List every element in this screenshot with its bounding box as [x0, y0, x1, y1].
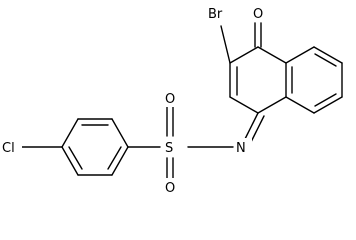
- chemical-structure: Br O O S O N Cl: [0, 4, 343, 195]
- bond-c5-c6-double: [314, 53, 337, 67]
- bond-ar4-ar5: [61, 146, 79, 176]
- bond-ar4-ar5-double: [68, 146, 83, 170]
- bond-c7-c8-double: [314, 93, 337, 107]
- atom-label-br: Br: [208, 7, 223, 22]
- atom-label-n: N: [236, 141, 246, 156]
- atom-label-o-ketone: O: [253, 7, 263, 22]
- bond-c4-c3: [229, 46, 259, 64]
- atom-labels: Br O O S O N Cl: [0, 4, 266, 195]
- bond-c3-br: [220, 25, 231, 64]
- atom-label-s: S: [165, 141, 173, 156]
- bond-c7-c8: [313, 96, 343, 114]
- bond-ar6-ar1: [111, 146, 129, 176]
- bond-ar3-ar4: [61, 118, 79, 148]
- bond-c8-c8a: [285, 96, 315, 114]
- bond-c1-n-double: [250, 115, 265, 143]
- bond-ar6-ar1-double: [107, 146, 122, 170]
- bond-ar1-ar2: [111, 118, 129, 148]
- bond-c1-n: [244, 112, 259, 140]
- bond-c4a-c5: [285, 46, 315, 64]
- atom-label-o-sulfonyl-top: O: [165, 92, 175, 107]
- bond-c4a-c4: [257, 46, 287, 64]
- bonds: [19, 22, 343, 181]
- atom-label-cl: Cl: [2, 141, 15, 156]
- bond-c2-c1: [229, 96, 259, 114]
- atom-label-o-sulfonyl-bottom: O: [165, 181, 175, 195]
- bond-c5-c6: [313, 46, 343, 64]
- bond-c1-c8a: [257, 96, 287, 114]
